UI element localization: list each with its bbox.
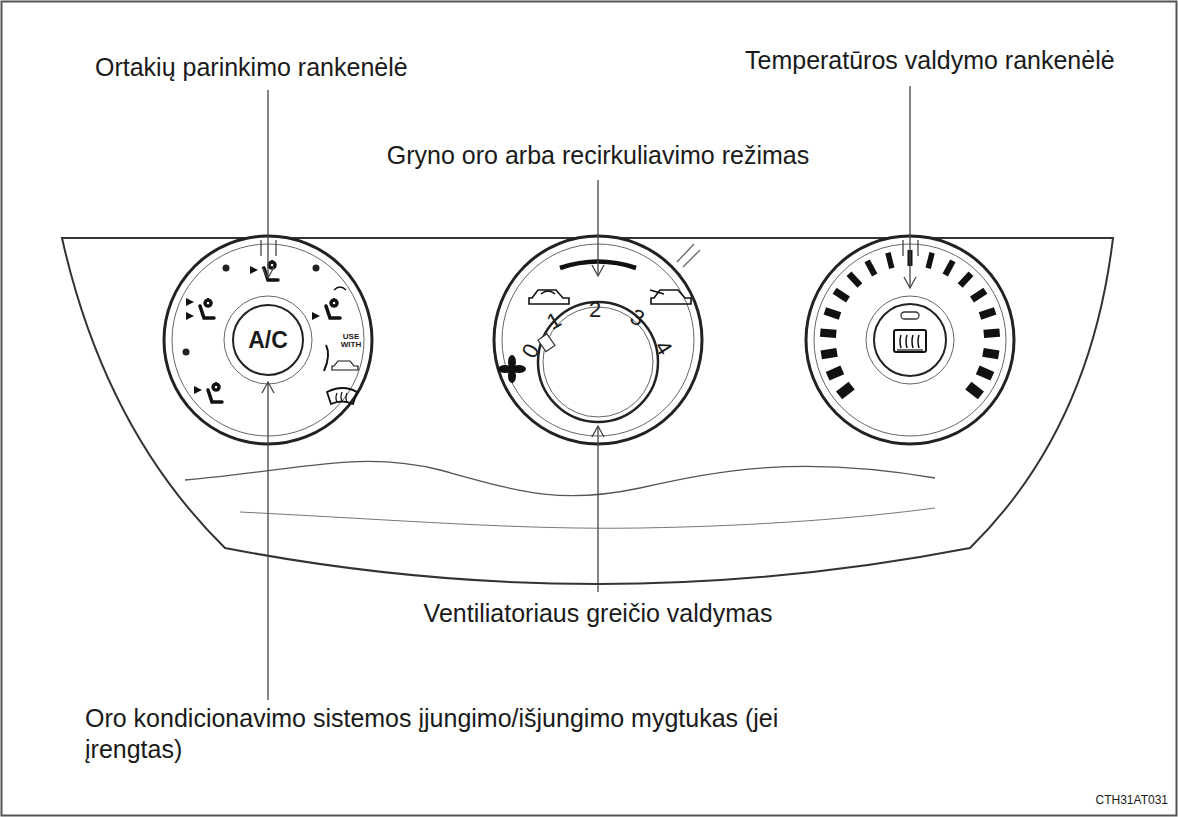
temperature-bar — [972, 291, 985, 300]
part-name: Ortakių parinkimo rankenėlė — [95, 52, 408, 82]
panel-housing — [62, 238, 1113, 584]
temperature-bar — [945, 261, 953, 275]
figure-code: CTH31AT031 — [1096, 793, 1168, 807]
temperature-bar — [980, 311, 995, 316]
button-label: A/C — [248, 327, 288, 354]
temperature-bar — [978, 370, 993, 376]
temperature-bar — [968, 386, 981, 396]
leader-lines — [268, 86, 910, 700]
part-name: Temperatūros valdymo rankenėlė — [745, 45, 1115, 75]
part-name: Oro kondicionavimo sistemos įjungimo/išj… — [85, 703, 825, 766]
trim-line — [240, 508, 935, 528]
temperature-bar — [828, 370, 843, 376]
temperature-bar — [835, 291, 848, 300]
temperature-bar — [839, 386, 852, 396]
temperature-bar — [849, 274, 860, 286]
temperature-bar — [867, 261, 875, 275]
temperature-bar — [960, 274, 971, 286]
temperature-bar — [820, 333, 836, 334]
part-name: Gryno oro arba recirkuliavimo režimas — [387, 140, 809, 170]
trim-line — [185, 461, 935, 495]
temperature-bar — [928, 253, 932, 269]
temperature-bar — [821, 352, 837, 355]
temperature-bar — [984, 333, 1000, 334]
ac-button: A/C — [232, 304, 304, 376]
fan-speed-number: 2 — [589, 297, 601, 323]
temperature-bar — [983, 352, 999, 355]
temperature-bar — [825, 311, 840, 316]
symbol-note: USE WITH — [338, 333, 364, 350]
part-name: Ventiliatoriaus greičio valdymas — [424, 598, 773, 628]
temperature-bar — [888, 253, 892, 269]
